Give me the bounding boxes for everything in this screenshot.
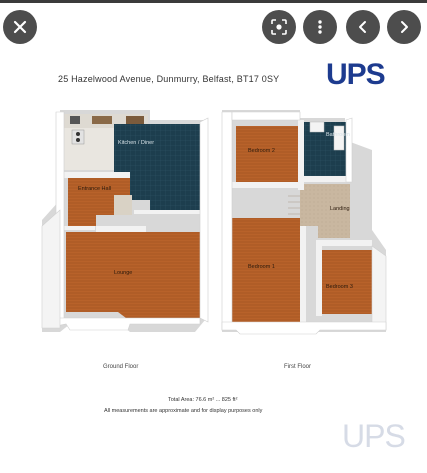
ground-floor-label: Ground Floor bbox=[103, 364, 139, 370]
previous-button[interactable] bbox=[346, 10, 380, 44]
room-label-entrance-hall: Entrance Hall bbox=[78, 186, 112, 192]
room-label-bedroom-3: Bedroom 3 bbox=[326, 284, 353, 290]
close-icon bbox=[13, 20, 27, 34]
first-floor-label: First Floor bbox=[284, 364, 311, 370]
room-label-kitchen: Kitchen / Diner bbox=[118, 140, 155, 146]
disclaimer-text: All measurements are approximate and for… bbox=[104, 408, 263, 414]
lens-icon bbox=[271, 19, 287, 35]
ups-watermark-logo: UPS bbox=[342, 418, 406, 454]
chevron-left-icon bbox=[359, 21, 366, 33]
property-address: 25 Hazelwood Avenue, Dunmurry, Belfast, … bbox=[58, 74, 280, 84]
ups-logo: UPS bbox=[326, 58, 386, 91]
top-edge-bar bbox=[0, 0, 427, 3]
close-button[interactable] bbox=[3, 10, 37, 44]
lounge-floor bbox=[66, 232, 200, 318]
landing-floor bbox=[300, 184, 350, 238]
room-label-bathroom: Bathroom bbox=[326, 132, 350, 138]
lens-button[interactable] bbox=[262, 10, 296, 44]
room-label-bedroom-2: Bedroom 2 bbox=[248, 148, 275, 154]
chevron-right-icon bbox=[401, 21, 408, 33]
more-options-button[interactable] bbox=[303, 10, 337, 44]
room-label-bedroom-1: Bedroom 1 bbox=[248, 264, 275, 270]
room-label-landing: Landing bbox=[330, 206, 350, 212]
first-floor-plan bbox=[221, 110, 387, 335]
next-button[interactable] bbox=[387, 10, 421, 44]
bedroom-3-floor bbox=[322, 250, 372, 314]
room-label-lounge: Lounge bbox=[114, 270, 133, 276]
kitchen-diner-floor bbox=[114, 124, 202, 210]
bedroom-2-floor bbox=[236, 126, 298, 182]
total-area-text: Total Area: 76.6 m² ... 825 ft² bbox=[168, 397, 238, 403]
ground-floor-plan bbox=[41, 110, 209, 332]
more-vertical-icon bbox=[318, 20, 322, 34]
bedroom-1-floor bbox=[232, 218, 300, 322]
